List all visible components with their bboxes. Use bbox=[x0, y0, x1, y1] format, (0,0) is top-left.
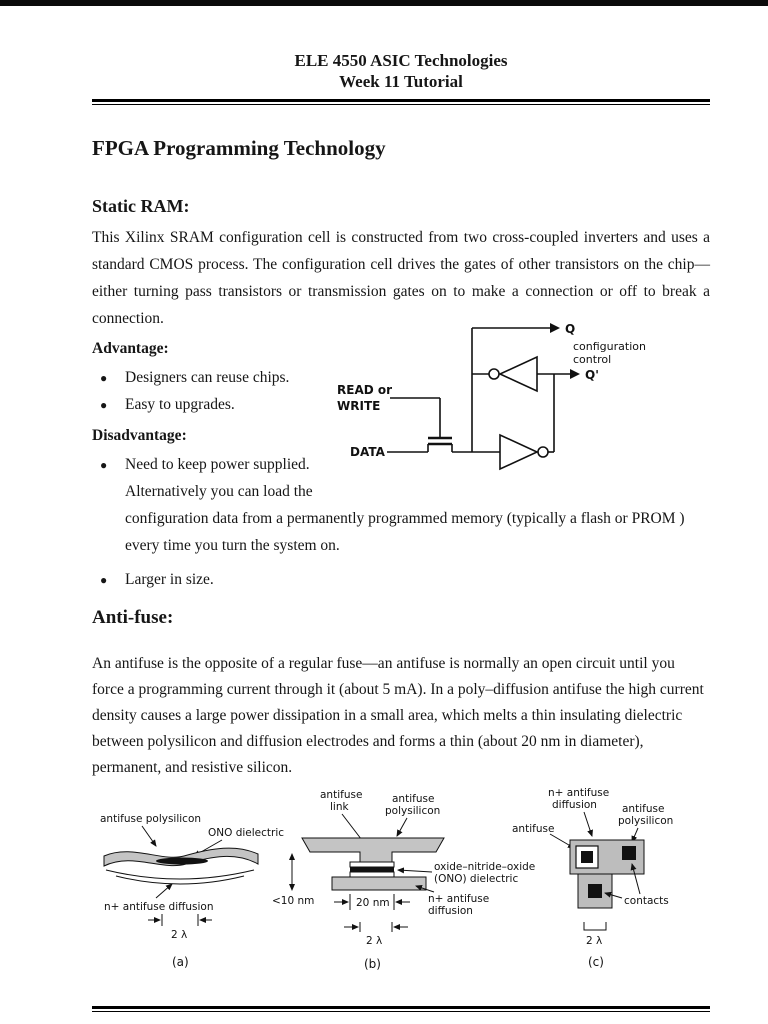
fig-c-poly-label: antifuse bbox=[622, 803, 664, 815]
fig-b-ono-label: oxide–nitride–oxide bbox=[434, 861, 535, 873]
disadvantage-item-line: Alternatively you can load the bbox=[125, 483, 313, 500]
fig-b-oxide-layer bbox=[349, 861, 395, 868]
footer-double-rule bbox=[92, 1006, 710, 1012]
bullet-icon bbox=[100, 452, 107, 479]
circuit-label-qbar: Q' bbox=[585, 368, 599, 382]
fig-b-poly-label: polysilicon bbox=[385, 805, 440, 817]
fig-c-poly-label: polysilicon bbox=[618, 815, 673, 827]
week-title: Week 11 Tutorial bbox=[339, 72, 463, 91]
fig-c-dimension-bracket bbox=[583, 922, 607, 931]
header-double-rule bbox=[92, 99, 710, 105]
disadvantage-heading: Disadvantage: bbox=[92, 427, 187, 444]
fig-c-caption: (c) bbox=[588, 955, 604, 969]
fig-b-width-label: 20 nm bbox=[356, 897, 390, 909]
fig-a-dimension-label: 2 λ bbox=[171, 929, 187, 941]
bullet-icon bbox=[100, 567, 107, 594]
advantage-heading: Advantage: bbox=[92, 340, 169, 357]
fig-c-antifuse-via bbox=[581, 851, 593, 863]
disadvantage-item-label: Need to keep power supplied. bbox=[125, 456, 310, 473]
fig-a-ono-label: ONO dielectric bbox=[208, 827, 284, 839]
figure-a: antifuse polysilicon ONO dielectric n+ a… bbox=[100, 813, 284, 969]
fig-c-contact bbox=[622, 846, 636, 860]
fig-b-thickness-label: <10 nm bbox=[272, 895, 314, 907]
fig-a-polysilicon-layer bbox=[103, 847, 259, 867]
circuit-label-read: READ or bbox=[337, 383, 392, 397]
fig-b-nitride-layer bbox=[350, 867, 394, 872]
circuit-label-control: control bbox=[573, 353, 611, 366]
static-ram-intro: This Xilinx SRAM configuration cell is c… bbox=[92, 229, 710, 327]
fig-b-caption: (b) bbox=[364, 957, 381, 971]
fig-a-diffusion-outline bbox=[115, 875, 245, 885]
qbar-arrow-icon bbox=[570, 369, 580, 379]
fig-b-polysilicon-slab bbox=[301, 837, 445, 863]
fig-b-link-label: antifuse bbox=[320, 789, 362, 801]
fig-b-diffusion-label: diffusion bbox=[428, 905, 473, 917]
q-arrow-icon bbox=[550, 323, 560, 333]
course-title: ELE 4550 ASIC Technologies bbox=[294, 51, 508, 70]
disadvantage-item: Need to keep power supplied. bbox=[92, 451, 710, 478]
fig-c-dimension-label: 2 λ bbox=[586, 935, 602, 947]
fig-b-oxide-layer bbox=[349, 871, 395, 878]
fig-a-diffusion-label: n+ antifuse diffusion bbox=[104, 901, 213, 913]
circuit-label-data: DATA bbox=[350, 445, 386, 459]
circuit-label-write: WRITE bbox=[337, 399, 380, 413]
fig-a-polysilicon-label: antifuse polysilicon bbox=[100, 813, 201, 825]
antifuse-figures: antifuse polysilicon ONO dielectric n+ a… bbox=[100, 787, 673, 971]
fig-a-ono-dielectric bbox=[156, 857, 208, 865]
advantage-item-label: Easy to upgrades. bbox=[125, 396, 235, 413]
fig-a-caption: (a) bbox=[172, 955, 189, 969]
sram-config-cell-diagram: READ or WRITE DATA Q Q' configuration co… bbox=[337, 322, 646, 471]
disadvantage-item-line: every time you turn the system on. bbox=[125, 537, 340, 554]
inverter-icon bbox=[499, 433, 549, 471]
section-heading-static-ram: Static RAM: bbox=[92, 196, 190, 216]
fig-a-diffusion-outline bbox=[105, 869, 255, 880]
section-heading-antifuse: Anti-fuse: bbox=[92, 607, 174, 628]
course-header: ELE 4550 ASIC Technologies Week 11 Tutor… bbox=[92, 50, 710, 92]
disadvantage-item: Larger in size. bbox=[92, 566, 710, 593]
circuit-wires bbox=[387, 327, 570, 453]
advantage-item: Easy to upgrades. bbox=[92, 391, 710, 418]
fig-c-contacts-label: contacts bbox=[624, 895, 669, 907]
advantage-item: Designers can reuse chips. bbox=[92, 364, 710, 391]
fig-b-diffusion-label: n+ antifuse bbox=[428, 893, 489, 905]
bullet-icon bbox=[100, 365, 107, 392]
fig-c-diffusion-label: diffusion bbox=[552, 799, 597, 811]
fig-c-antifuse-label: antifuse bbox=[512, 823, 554, 835]
fig-c-diffusion-label: n+ antifuse bbox=[548, 787, 609, 799]
fig-b-poly-label: antifuse bbox=[392, 793, 434, 805]
fig-b-ono-label: (ONO) dielectric bbox=[434, 873, 518, 885]
fig-c-contact bbox=[588, 884, 602, 898]
disadvantage-item-label: Larger in size. bbox=[125, 571, 214, 588]
figure-b: antifuse link antifuse polysilicon oxide… bbox=[272, 789, 535, 971]
circuit-label-q: Q bbox=[565, 322, 575, 336]
fig-b-dimension-label: 2 λ bbox=[366, 935, 382, 947]
fig-b-diffusion-slab bbox=[331, 876, 427, 891]
bullet-icon bbox=[100, 392, 107, 419]
fig-b-link-label: link bbox=[330, 801, 349, 813]
figure-c: n+ antifuse diffusion antifuse antifuse … bbox=[512, 787, 673, 969]
antifuse-intro: An antifuse is the opposite of a regular… bbox=[92, 655, 704, 776]
advantage-item-label: Designers can reuse chips. bbox=[125, 369, 290, 386]
disadvantage-item-line: configuration data from a permanently pr… bbox=[125, 510, 685, 527]
page-title: FPGA Programming Technology bbox=[92, 136, 386, 160]
inverter-icon bbox=[488, 355, 538, 393]
page-top-edge bbox=[0, 0, 768, 6]
circuit-label-configuration: configuration bbox=[573, 340, 646, 353]
